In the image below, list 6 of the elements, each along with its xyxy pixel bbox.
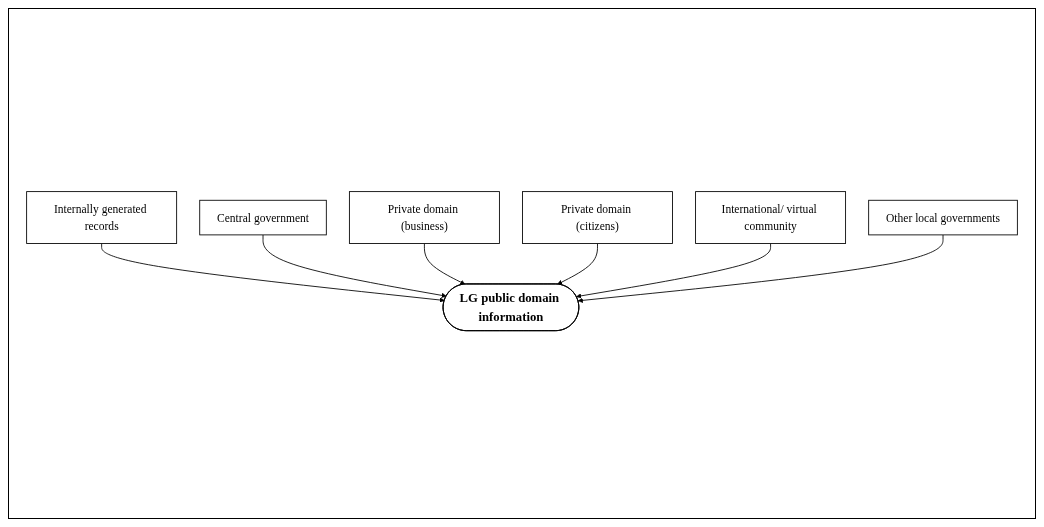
node-box: Private domain (business) [348,191,500,245]
node-box: Internally generated records [26,191,178,245]
node-box: Other local governments [868,200,1018,236]
node-box: International/ virtual community [695,191,847,245]
node-box: Private domain (citizens) [522,191,673,245]
node-box: Central government [199,200,327,236]
